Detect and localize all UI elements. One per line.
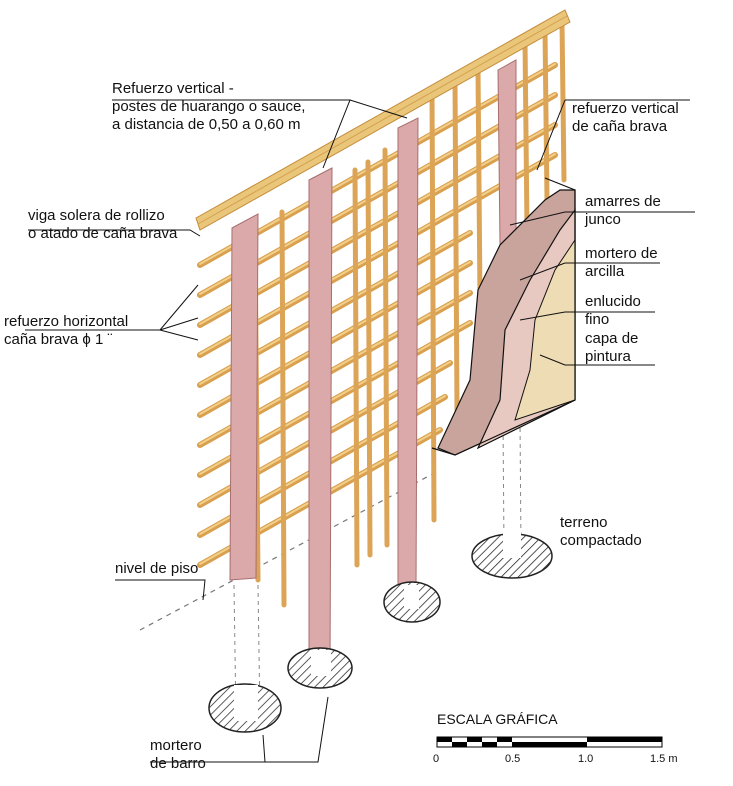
label-ties: amarres de junco <box>585 193 661 228</box>
leader-lines <box>25 99 695 763</box>
wall-face <box>431 177 576 456</box>
label-clay-mortar: mortero de arcilla <box>585 245 658 280</box>
post-2 <box>308 167 333 675</box>
scale-title: ESCALA GRÁFICA <box>437 711 558 727</box>
scale-tick-15: 1.5 m <box>650 753 678 765</box>
label-floor-level: nivel de piso <box>115 560 199 577</box>
label-plaster: enlucido fino <box>585 293 641 328</box>
label-mud-mortar: mortero de barro <box>150 737 206 772</box>
label-compacted-ground: terreno compactado <box>560 514 642 549</box>
label-vertical-posts: Refuerzo vertical - postes de huarango o… <box>112 80 306 133</box>
posts <box>229 59 520 675</box>
label-vertical-cane: refuerzo vertical de caña brava <box>572 100 679 135</box>
label-horizontal-cane: refuerzo horizontal caña brava ϕ 1 ¨ <box>4 313 129 348</box>
post-5 <box>500 420 520 560</box>
label-top-beam: viga solera de rollizo o atado de caña b… <box>28 207 178 242</box>
scale-tick-10: 1.0 <box>578 753 594 765</box>
plaster-layers <box>431 177 576 456</box>
footings <box>208 533 553 733</box>
post-3 <box>397 117 419 595</box>
post-4 <box>497 59 517 245</box>
label-paint: capa de pintura <box>585 330 639 365</box>
post-1 <box>229 213 259 581</box>
scale-tick-0: 0 <box>433 753 440 765</box>
graphic-scale <box>436 736 663 748</box>
floor-level-line <box>139 469 441 631</box>
scale-tick-05: 0.5 <box>505 753 521 765</box>
